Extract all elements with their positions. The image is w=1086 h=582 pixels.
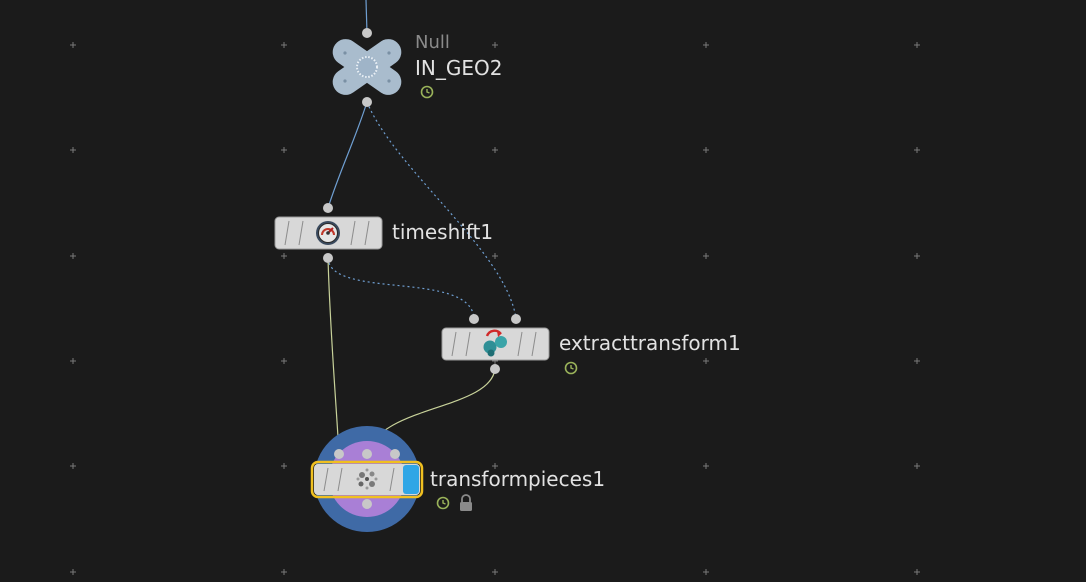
- node-timeshift1[interactable]: [274, 203, 383, 263]
- node-name-label[interactable]: IN_GEO2: [415, 56, 503, 80]
- grid-mark: [492, 147, 498, 153]
- node-stripes: [451, 331, 537, 357]
- time-dependent-icon: [420, 85, 434, 99]
- output-connector[interactable]: [490, 364, 500, 374]
- wire-null-to-extract[interactable]: [366, 101, 517, 319]
- selection-outline: [310, 460, 424, 499]
- grid-mark: [914, 463, 920, 469]
- grid-mark: [70, 42, 76, 48]
- grid-mark: [281, 569, 287, 575]
- input-connector[interactable]: [323, 203, 333, 213]
- input-connector[interactable]: [362, 28, 372, 38]
- timeshift-gauge-icon: [316, 221, 340, 245]
- lock-icon[interactable]: [460, 494, 472, 511]
- grid-mark: [70, 147, 76, 153]
- input-connector[interactable]: [362, 449, 372, 459]
- output-connector[interactable]: [362, 97, 372, 107]
- node-type-label: Null: [415, 32, 450, 53]
- node-name-label[interactable]: extracttransform1: [559, 331, 741, 355]
- wire-input-to-null[interactable]: [365, 0, 368, 34]
- grid-mark: [492, 463, 498, 469]
- grid-mark: [914, 42, 920, 48]
- null-cross-icon: [332, 39, 402, 95]
- grid-mark: [492, 253, 498, 259]
- node-stripes: [323, 467, 395, 492]
- grid-mark: [703, 147, 709, 153]
- extract-transform-icon: [483, 329, 507, 357]
- node-transformpieces1[interactable]: [310, 426, 424, 532]
- input-connector[interactable]: [511, 314, 521, 324]
- grid-mark: [281, 463, 287, 469]
- grid-mark: [281, 42, 287, 48]
- input-connector[interactable]: [390, 449, 400, 459]
- input-connector[interactable]: [334, 449, 344, 459]
- input-connector[interactable]: [469, 314, 479, 324]
- display-flag[interactable]: [403, 465, 419, 494]
- time-dependent-icon: [564, 361, 578, 375]
- node-stripes: [284, 220, 370, 246]
- output-connector[interactable]: [323, 253, 333, 263]
- node-name-label[interactable]: timeshift1: [392, 220, 494, 244]
- node-extracttransform1[interactable]: [441, 314, 550, 374]
- node-name-label[interactable]: transformpieces1: [430, 467, 606, 491]
- grid-mark: [281, 147, 287, 153]
- grid-mark: [703, 42, 709, 48]
- grid-mark: [703, 358, 709, 364]
- grid-mark: [70, 253, 76, 259]
- grid-mark: [703, 253, 709, 259]
- grid-mark: [914, 358, 920, 364]
- grid-mark: [70, 358, 76, 364]
- output-connector[interactable]: [362, 499, 372, 509]
- wire-timeshift-to-extract[interactable]: [327, 257, 475, 319]
- grid-mark: [281, 253, 287, 259]
- time-dependent-icon: [436, 496, 450, 510]
- grid-mark: [703, 569, 709, 575]
- grid-mark: [914, 253, 920, 259]
- grid-mark: [492, 42, 498, 48]
- grid-mark: [70, 569, 76, 575]
- grid-mark: [492, 569, 498, 575]
- node-null-in-geo2[interactable]: [328, 28, 407, 107]
- wire-null-to-timeshift[interactable]: [327, 101, 368, 209]
- grid-mark: [703, 463, 709, 469]
- wire-timeshift-to-transformpieces[interactable]: [327, 257, 340, 455]
- transform-pieces-icon: [356, 468, 378, 490]
- grid-marks: [70, 42, 920, 575]
- grid-mark: [914, 569, 920, 575]
- grid-mark: [281, 358, 287, 364]
- grid-mark: [914, 147, 920, 153]
- grid-mark: [70, 463, 76, 469]
